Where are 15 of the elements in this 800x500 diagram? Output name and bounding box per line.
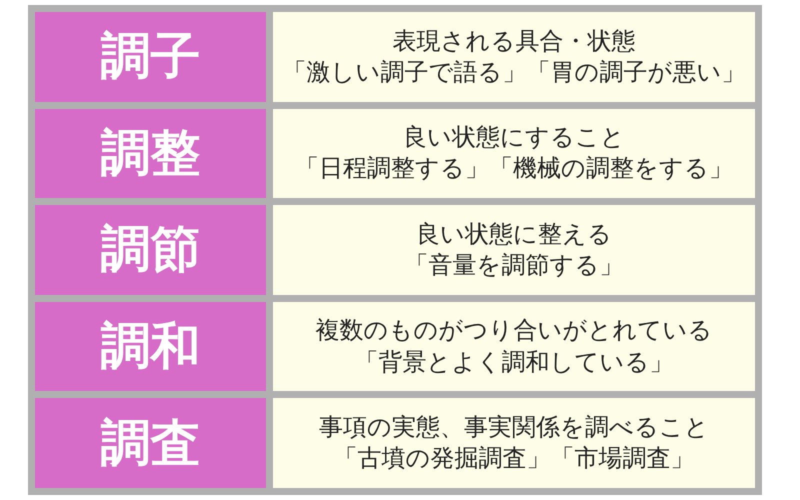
meaning-text: 良い状態に整える: [416, 218, 612, 250]
example-text: 「日程調整する」「機械の調整をする」: [295, 153, 733, 184]
meaning-text: 複数のものがつり合いがとれている: [316, 315, 712, 346]
meaning-text: 事項の実態、事実関係を調べること: [319, 412, 709, 443]
term-cell: 調整: [35, 108, 266, 198]
example-text: 「音量を調節する」: [404, 250, 624, 281]
meaning-text: 良い状態にすること: [403, 122, 625, 154]
example-text: 「激しい調子で語る」「胃の調子が悪い」: [282, 56, 746, 88]
meaning-text: 表現される具合・状態: [392, 26, 636, 57]
term-cell: 調節: [35, 205, 266, 295]
term-cell: 調和: [35, 302, 266, 392]
term-cell: 調査: [35, 398, 266, 488]
example-text: 「背景とよく調和している」: [354, 346, 674, 378]
term-cell: 調子: [35, 12, 266, 102]
example-text: 「古墳の発掘調査」「市場調査」: [334, 443, 694, 474]
